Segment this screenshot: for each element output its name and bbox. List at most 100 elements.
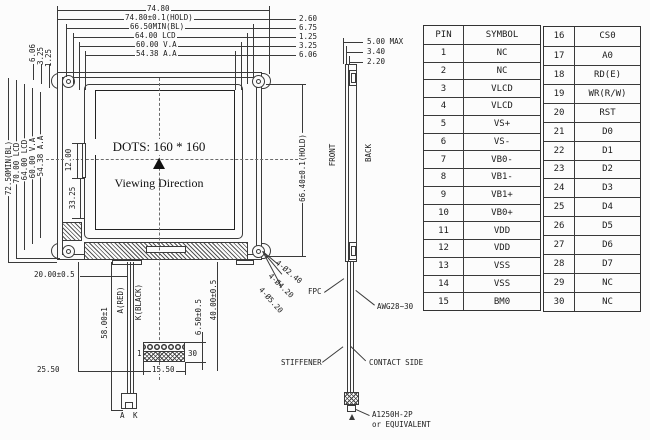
extension-line	[79, 42, 80, 90]
pin-symbol: D2	[574, 159, 640, 179]
pin-number: 18	[544, 64, 574, 84]
pin-number: 14	[424, 274, 463, 293]
dim-label: 58.00±1	[99, 306, 110, 340]
pin-symbol: VB0+	[463, 203, 540, 222]
dim-line	[202, 332, 203, 370]
extension-line	[266, 84, 306, 85]
hole-inner	[65, 248, 71, 254]
mounting-hole-top-left	[62, 75, 75, 88]
pin-symbol: NC	[463, 61, 540, 80]
wire-line	[127, 262, 128, 393]
extension-line	[111, 410, 123, 411]
dim-label: 33.25	[67, 185, 78, 211]
pin-symbol: VLCD	[463, 79, 540, 97]
dots-label: DOTS: 160 * 160	[95, 139, 223, 155]
extension-line	[266, 256, 306, 257]
leader-line	[355, 290, 375, 306]
dim-label: 6.06	[298, 50, 319, 60]
extension-line	[72, 218, 84, 219]
dim-label: 5.00 MAX	[366, 37, 405, 47]
pin-number: 11	[424, 221, 463, 239]
dim-label: 3.40	[366, 47, 387, 57]
side-bottom-block-inner	[351, 246, 356, 256]
pin-symbol: WR(R/W)	[574, 83, 640, 103]
viewing-area-outline	[95, 90, 235, 230]
pin-symbol: D1	[574, 140, 640, 160]
viewing-direction-label: Viewing Direction	[114, 176, 204, 190]
pin-number: 30	[544, 292, 574, 311]
hole-inner	[255, 78, 261, 84]
pin-number: 15	[424, 292, 463, 310]
terminal-a-label: A	[119, 411, 126, 421]
pin-symbol: VB1-	[463, 168, 540, 186]
pin-symbol: RD(E)	[574, 64, 640, 84]
pin-symbol: D5	[574, 216, 640, 236]
extension-line	[49, 64, 50, 88]
wire-terminal-inner	[125, 402, 133, 409]
pin-number: 10	[424, 203, 463, 222]
pin-symbol: D4	[574, 197, 640, 217]
dim-line	[343, 42, 363, 43]
wire-label-anode: A(RED)	[115, 285, 126, 315]
dim-label: 25.50	[36, 365, 61, 375]
extension-line	[57, 6, 58, 72]
dim-line	[346, 52, 363, 53]
wire-gauge-label: AWG28~30	[376, 302, 415, 312]
dim-label: 54.38 A.A	[135, 49, 178, 59]
centerline-horizontal	[46, 159, 303, 160]
pin-symbol: VDD	[463, 239, 540, 257]
pin-number: 7	[424, 150, 463, 168]
wire-line	[130, 262, 131, 393]
bottom-tab-right	[236, 260, 254, 265]
stiffener-label: STIFFENER	[280, 358, 323, 368]
extension-line	[269, 6, 270, 74]
dim-line	[77, 143, 78, 178]
pin-number: 21	[544, 121, 574, 141]
extension-line	[85, 51, 86, 90]
dim-line	[79, 46, 296, 47]
pin-number: 25	[544, 197, 574, 216]
contact-side-label: CONTACT SIDE	[368, 358, 425, 368]
pin-symbol: A0	[574, 45, 640, 65]
pin-symbol: D7	[574, 254, 640, 274]
extension-line	[346, 46, 347, 66]
pin-symbol: D3	[574, 178, 640, 198]
dim-label: 2.20	[366, 57, 387, 67]
pin-number: 8	[424, 168, 463, 186]
dim-label: 66.50MIN(BL)	[129, 22, 186, 32]
dim-label: 74.80	[146, 4, 171, 14]
pin-number: 24	[544, 178, 574, 197]
side-top-block-inner	[351, 73, 356, 83]
pin-table-header-pin: PIN	[435, 29, 452, 40]
pin-number: 1	[424, 43, 463, 62]
hole-inner	[255, 248, 261, 254]
pin-symbol: D0	[574, 121, 640, 141]
connector-part-label: A1250H-2P	[371, 410, 414, 420]
dim-label: 6.50±0.5	[193, 297, 204, 337]
pin-symbol: CS0	[574, 27, 640, 46]
extension-line	[16, 258, 60, 259]
pin-number: 17	[544, 45, 574, 65]
pin-number: 9	[424, 185, 463, 204]
pin-number: 5	[424, 114, 463, 133]
dim-label: 74.80±0.1(HOLD)	[124, 13, 194, 23]
pin-symbol: RST	[574, 102, 640, 122]
wire-label-cathode: K(BLACK)	[133, 282, 144, 322]
dim-line	[73, 37, 296, 38]
fpc-tail-line	[350, 262, 351, 392]
dim-label: 3.25	[298, 41, 319, 51]
pin-symbol: VLCD	[463, 97, 540, 115]
dim-line	[85, 55, 296, 56]
pin-symbol: VSS	[463, 256, 540, 275]
fpc-tail-line	[353, 262, 354, 392]
pin-symbol: VS-	[463, 132, 540, 151]
pin-symbol: NC	[463, 43, 540, 62]
pin-number: 3	[424, 79, 463, 97]
extension-line	[241, 42, 242, 90]
pin-number: 16	[553, 31, 565, 42]
dim-line	[349, 62, 363, 63]
dim-label: 2.60	[298, 14, 319, 24]
pin-symbol: D6	[574, 235, 640, 255]
extension-line	[72, 178, 84, 179]
